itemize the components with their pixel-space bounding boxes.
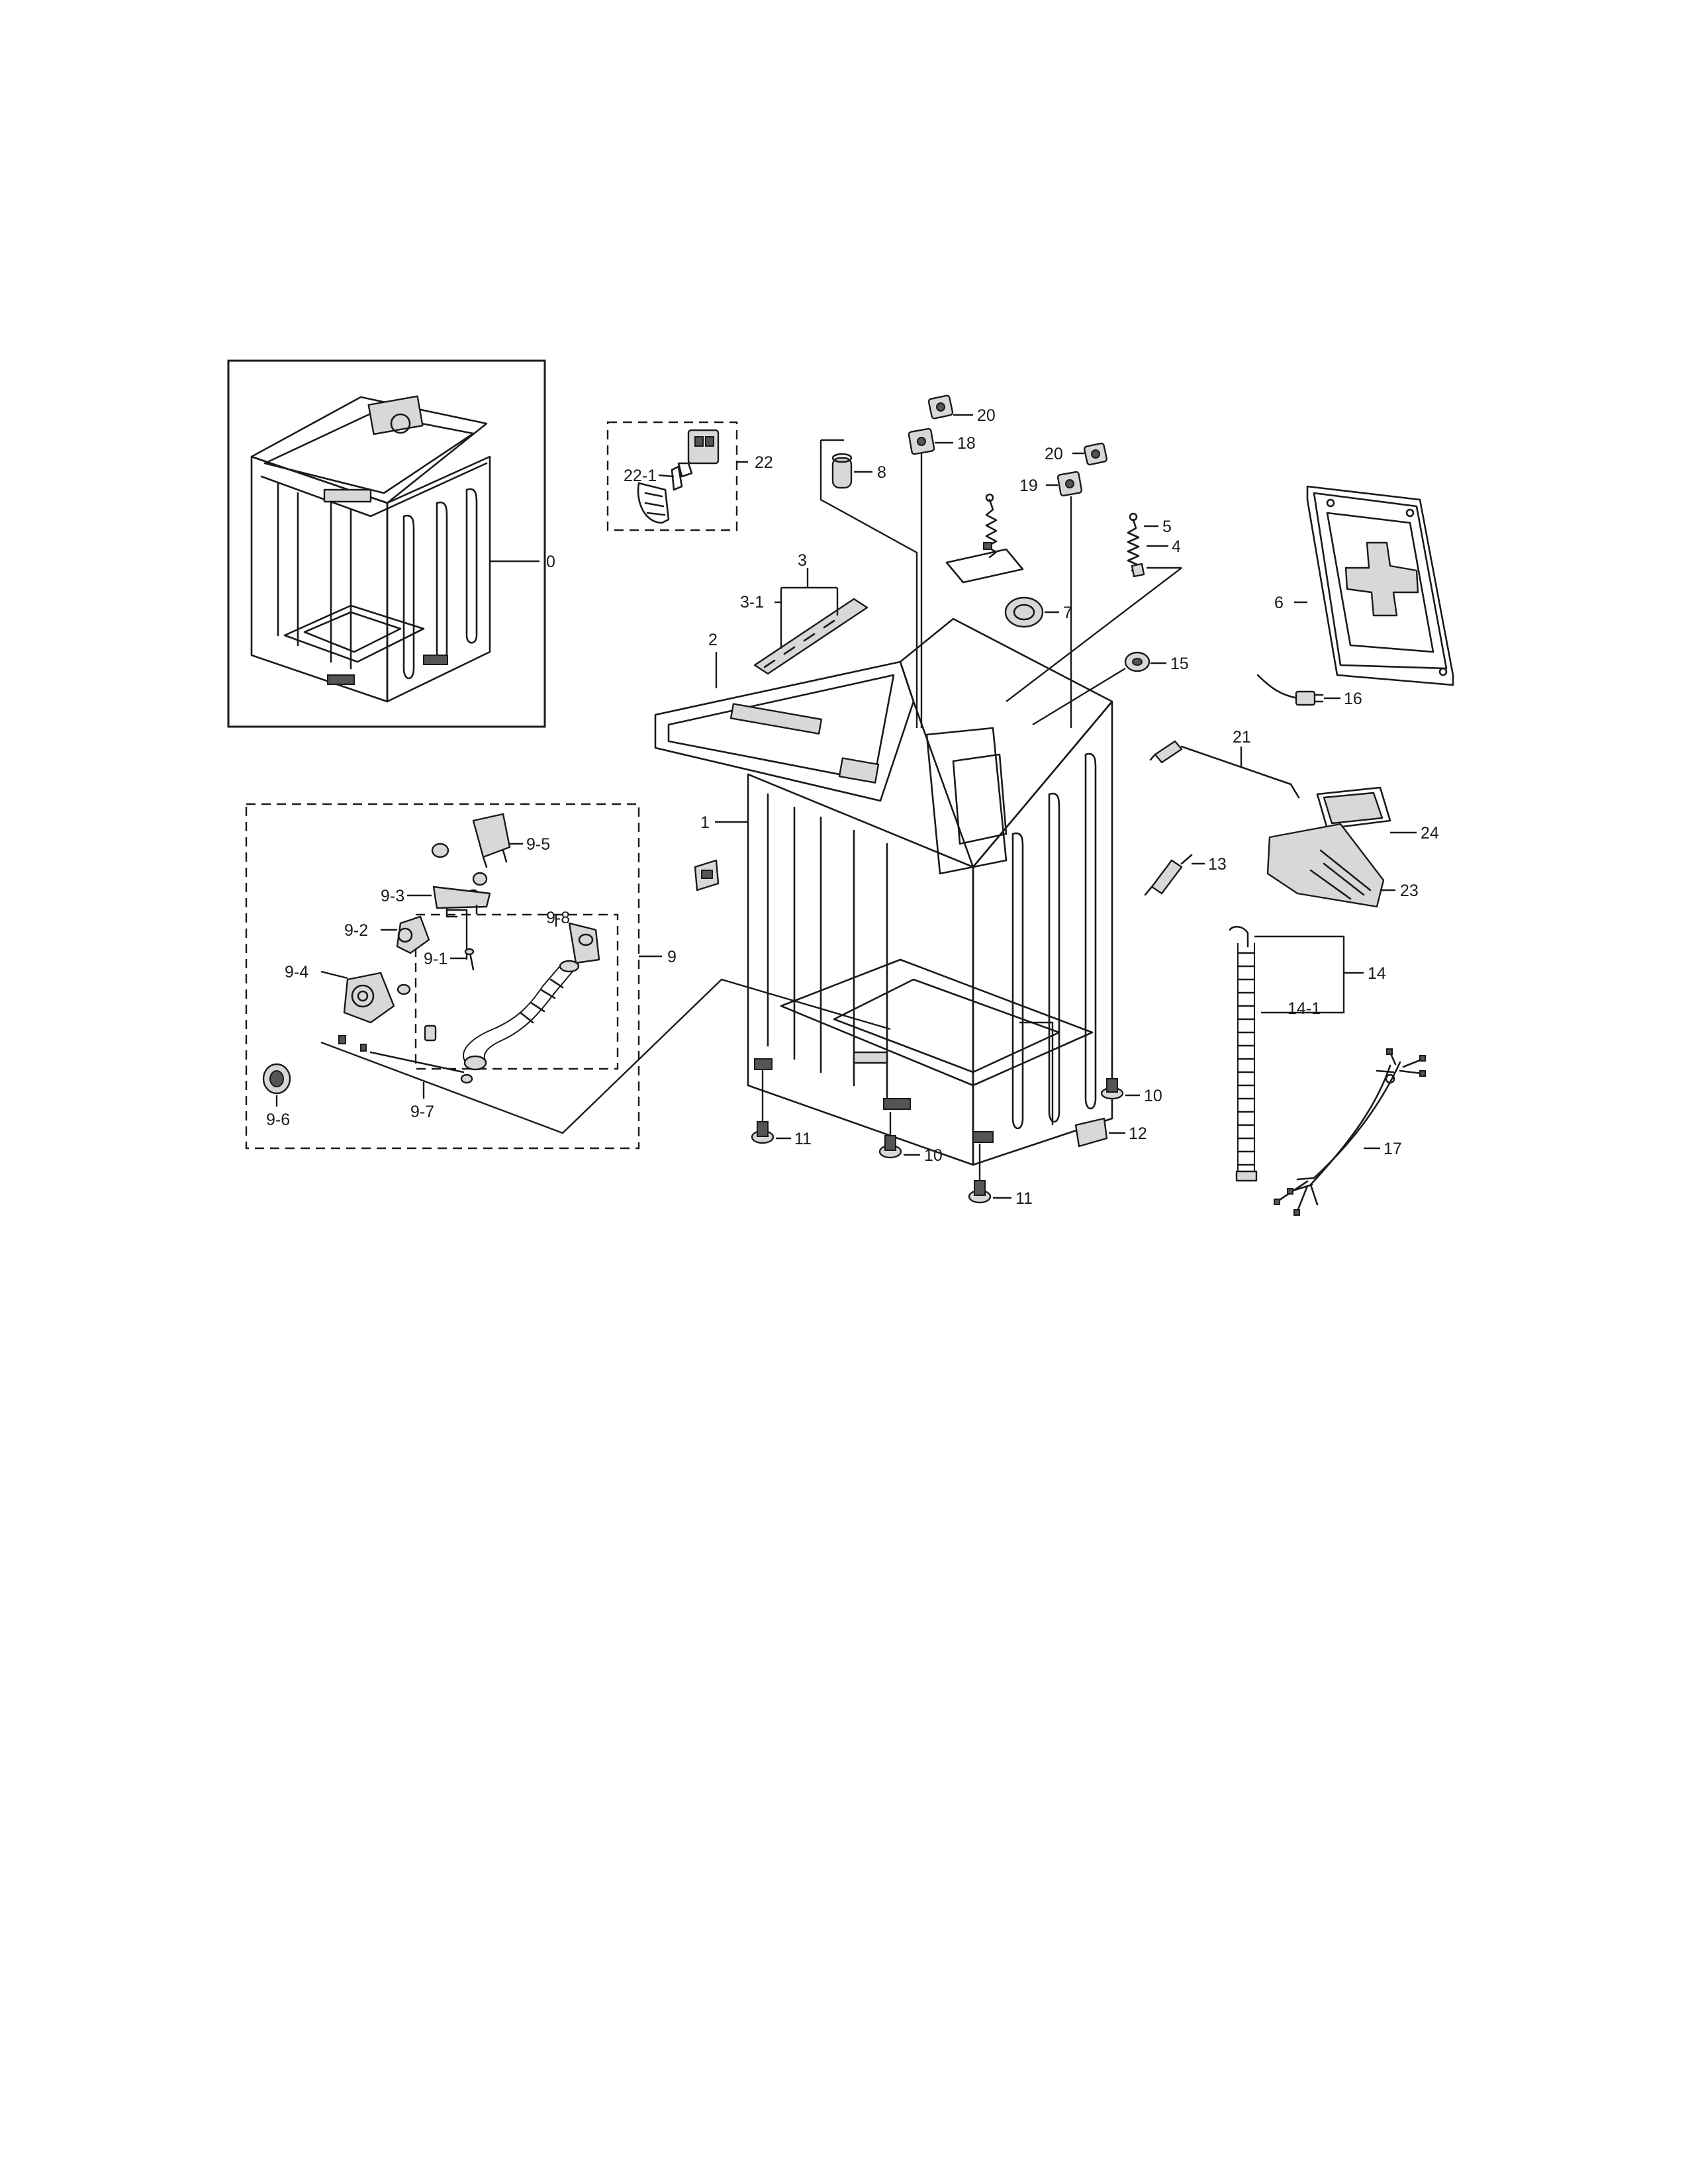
part-7-grommet: 7 <box>1004 596 1072 628</box>
callout-20-left: 20 <box>977 406 996 425</box>
leveling-foot-11-center: 11 <box>968 1144 1033 1208</box>
callout-14-1: 14-1 <box>1288 999 1321 1018</box>
part-23-kick-panel: 23 <box>1266 823 1419 908</box>
part-9-2-pump-motor: 9-2 <box>344 915 430 954</box>
part-14-drain-hose: 14 14-1 <box>1229 926 1386 1182</box>
part-9-4-pump-housing: 9-4 <box>285 963 411 1024</box>
part-13-damper: 13 <box>1144 854 1227 896</box>
assembled-cabinet-inset: 0 <box>227 359 555 728</box>
group-22-box <box>606 421 738 531</box>
part-9-6-filter-cap: 9-6 <box>262 1063 291 1129</box>
group-9-box <box>245 803 640 1150</box>
part-21-damper: 21 <box>1149 728 1300 799</box>
part-4-clip: 4 <box>1006 537 1182 702</box>
callout-7: 7 <box>1063 604 1072 622</box>
part-15-cap: 15 <box>1032 651 1189 726</box>
inset-frame <box>227 359 546 728</box>
callout-24: 24 <box>1421 824 1439 842</box>
callout-9: 9 <box>667 948 677 966</box>
callout-1: 1 <box>700 813 710 832</box>
callout-9-3: 9-3 <box>381 887 404 905</box>
part-19-20-pair-right: 20 19 <box>1019 442 1108 728</box>
callout-14: 14 <box>1368 964 1386 983</box>
callout-11-left: 11 <box>794 1130 812 1148</box>
part-1-cabinet: 1 <box>700 617 1113 1166</box>
callout-22: 22 <box>755 453 773 472</box>
part-2-control-panel-frame: 2 <box>654 631 915 802</box>
callout-13: 13 <box>1208 855 1227 874</box>
callout-18: 18 <box>957 434 976 453</box>
callout-15: 15 <box>1170 655 1189 673</box>
part-9-8-valve-hose <box>462 922 600 1071</box>
callout-3-1: 3-1 <box>740 593 764 612</box>
callout-6: 6 <box>1274 594 1284 612</box>
callout-9-5: 9-5 <box>526 835 550 854</box>
part-18-20-pair-left: 20 18 <box>908 394 996 728</box>
cabinet-assembly-illustration <box>250 395 491 703</box>
callout-10-center: 10 <box>924 1146 943 1165</box>
callout-22-1: 22-1 <box>624 467 657 485</box>
group-9-8-box <box>414 913 619 1070</box>
callout-9-2: 9-2 <box>344 921 368 940</box>
callout-8: 8 <box>877 463 886 482</box>
callout-11-center: 11 <box>1015 1189 1033 1208</box>
callout-17: 17 <box>1383 1140 1402 1158</box>
group-9-drain-pump: 9 9-5 9-3 9-8 9-2 <box>245 803 891 1150</box>
callout-20-right: 20 <box>1045 445 1063 463</box>
callout-3: 3 <box>798 551 807 570</box>
part-5-spring: 5 <box>1127 512 1172 572</box>
callout-9-7: 9-7 <box>410 1103 434 1121</box>
part-9-3-bracket: 9-3 <box>381 886 491 960</box>
part-24-filter-cover: 24 <box>1316 786 1439 842</box>
callout-0: 0 <box>546 553 555 571</box>
suspension-spring-center <box>945 493 1024 584</box>
part-9-1-screw: 9-1 <box>424 948 475 971</box>
callout-4: 4 <box>1172 537 1181 556</box>
callout-9-4: 9-4 <box>285 963 308 981</box>
part-17-wire-harness: 17 <box>1274 1048 1426 1216</box>
bracket-22-1-part <box>637 482 670 524</box>
callout-10-right: 10 <box>1144 1087 1162 1105</box>
leveling-foot-11-left: 11 <box>751 1069 812 1148</box>
part-9-7-rod: 9-7 <box>369 1051 465 1121</box>
leader-line <box>658 474 675 478</box>
part-3-top-bracket: 3 3-1 <box>740 551 868 675</box>
part-16-power-cord: 16 <box>1256 674 1362 708</box>
part-6-rear-cover: 6 <box>1274 485 1454 686</box>
leader-line <box>820 440 918 728</box>
door-lock-switch-part <box>671 429 720 491</box>
callout-21: 21 <box>1233 728 1251 747</box>
callout-12: 12 <box>1129 1124 1147 1143</box>
side-switch-part <box>694 859 720 891</box>
callout-9-8: 9-8 <box>546 909 570 927</box>
callout-23: 23 <box>1400 882 1419 900</box>
group-22-kit: 22-1 22 <box>606 421 773 531</box>
callout-16: 16 <box>1344 690 1362 708</box>
callout-19: 19 <box>1019 477 1038 495</box>
part-8-filter: 8 <box>820 439 918 728</box>
callout-5: 5 <box>1162 518 1172 536</box>
callout-9-6: 9-6 <box>266 1111 290 1129</box>
part-12-cover: 12 <box>1019 1021 1147 1148</box>
leveling-foot-10-center: 10 <box>878 1112 943 1165</box>
part-9-5-bracket: 9-5 <box>472 813 550 868</box>
callout-9-1: 9-1 <box>424 950 447 968</box>
leveling-foot-10-right: 10 <box>1100 1054 1162 1105</box>
callout-2: 2 <box>708 631 718 649</box>
clamp-parts <box>338 1024 473 1084</box>
